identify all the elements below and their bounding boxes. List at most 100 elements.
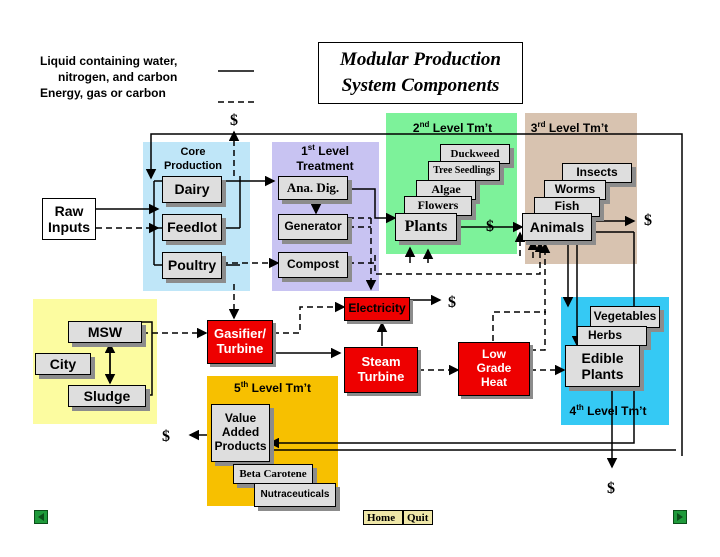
legend-energy: Energy, gas or carbon — [40, 86, 166, 100]
title-line2: System Components — [341, 75, 500, 96]
level4-label: 4th Level Tm’t — [562, 403, 654, 419]
edible-line2: Plants — [581, 366, 624, 382]
vap-line1: Value — [224, 411, 257, 426]
lowgrade-line3: Heat — [480, 374, 507, 389]
nutraceuticals-label: Nutraceuticals — [260, 489, 330, 501]
lowgrade-line2: Grade — [476, 361, 512, 376]
vap-line3: Products — [214, 438, 267, 453]
gasifier-turbine-box[interactable]: Gasifier/ Turbine — [207, 320, 273, 364]
dollar-value-added: $ — [162, 428, 170, 445]
electricity-label: Electricity — [348, 301, 406, 316]
generator-label: Generator — [284, 219, 342, 234]
gasifier-line1: Gasifier/ — [213, 326, 267, 342]
dairy-box[interactable]: Dairy — [162, 176, 222, 203]
core-production-label: Core Production — [150, 146, 236, 174]
flowers-label: Flowers — [417, 198, 459, 213]
dollar-plants: $ — [486, 218, 494, 235]
raw-inputs-line2: Inputs — [48, 219, 90, 235]
herbs-box[interactable]: Herbs — [577, 326, 647, 346]
level5-label: 5th Level Tm’t — [225, 380, 320, 396]
dollar-edible: $ — [607, 480, 615, 497]
level3-text: Level Tm’t — [548, 121, 609, 135]
legend: Liquid containing water, nitrogen, and c… — [40, 53, 177, 101]
legend-liquid-line2: nitrogen, and carbon — [58, 70, 178, 84]
level2-label: 2nd Level Tm’t — [405, 120, 500, 136]
value-added-products-box[interactable]: Value Added Products — [211, 404, 270, 462]
tree-seedlings-box[interactable]: Tree Seedlings — [428, 161, 500, 181]
arrow-left-icon — [38, 513, 44, 521]
poultry-box[interactable]: Poultry — [162, 252, 222, 279]
gasifier-line2: Turbine — [216, 341, 264, 356]
level1-num: 1 — [301, 144, 308, 158]
level1-label: 1st Level Treatment — [280, 143, 370, 174]
next-slide-button[interactable] — [673, 510, 687, 524]
animals-box[interactable]: Animals — [522, 213, 592, 241]
quit-button[interactable]: Quit — [403, 510, 433, 525]
raw-inputs-box[interactable]: Raw Inputs — [42, 198, 96, 240]
poultry-label: Poultry — [167, 257, 217, 274]
level1-sup: st — [307, 143, 315, 152]
tree-seedlings-label: Tree Seedlings — [433, 165, 495, 177]
msw-label: MSW — [87, 323, 123, 340]
vegetables-label: Vegetables — [593, 309, 657, 324]
duckweed-box[interactable]: Duckweed — [440, 144, 510, 164]
feedlot-box[interactable]: Feedlot — [162, 214, 222, 241]
vap-line2: Added — [221, 425, 260, 440]
level1-line2: Treatment — [296, 159, 354, 173]
level5-sup: th — [240, 380, 249, 389]
raw-inputs-line1: Raw — [54, 202, 84, 219]
sludge-label: Sludge — [83, 387, 131, 404]
title-line1: Modular Production — [339, 49, 501, 70]
beta-carotene-box[interactable]: Beta Carotene — [233, 464, 313, 484]
steam-line1: Steam — [361, 354, 401, 370]
anadig-box[interactable]: Ana. Dig. — [278, 176, 348, 200]
level5-text: Level Tm’t — [251, 381, 311, 395]
level2-sup: nd — [419, 120, 430, 129]
nutraceuticals-box[interactable]: Nutraceuticals — [254, 483, 336, 507]
animals-label: Animals — [529, 218, 585, 235]
herbs-label: Herbs — [588, 328, 623, 343]
arrow-right-icon — [677, 513, 683, 521]
compost-label: Compost — [287, 257, 339, 272]
dollar-animals: $ — [644, 212, 652, 229]
level1-word: Level — [318, 144, 349, 158]
home-button[interactable]: Home — [363, 510, 403, 525]
edible-line1: Edible — [581, 349, 624, 366]
low-grade-heat-box[interactable]: Low Grade Heat — [458, 342, 530, 396]
dollar-core: $ — [230, 112, 238, 129]
level2-text: Level Tm’t — [432, 121, 493, 135]
msw-box[interactable]: MSW — [68, 321, 142, 343]
level4-sup: th — [576, 403, 584, 412]
sludge-box[interactable]: Sludge — [68, 385, 146, 407]
beta-carotene-label: Beta Carotene — [239, 467, 307, 480]
core-label-line1: Core — [180, 146, 206, 158]
home-label: Home — [367, 511, 396, 524]
feedlot-label: Feedlot — [167, 219, 217, 236]
insects-box[interactable]: Insects — [562, 163, 632, 183]
level3-label: 3rd Level Tm’t — [527, 120, 612, 136]
city-label: City — [49, 355, 77, 372]
compost-box[interactable]: Compost — [278, 252, 348, 278]
core-label-line2: Production — [163, 159, 223, 172]
edible-plants-box[interactable]: Edible Plants — [565, 345, 640, 387]
steam-turbine-box[interactable]: Steam Turbine — [344, 347, 418, 393]
plants-label: Plants — [404, 217, 448, 235]
dollar-electricity: $ — [448, 294, 456, 311]
plants-box[interactable]: Plants — [395, 213, 457, 241]
generator-box[interactable]: Generator — [278, 214, 348, 240]
legend-liquid-line1: Liquid containing water, — [40, 54, 178, 68]
algae-box[interactable]: Algae — [416, 180, 476, 200]
dairy-label: Dairy — [174, 181, 210, 198]
anadig-label: Ana. Dig. — [286, 179, 340, 195]
level5-num: 5 — [234, 381, 241, 395]
vegetables-box[interactable]: Vegetables — [590, 306, 660, 328]
prev-slide-button[interactable] — [34, 510, 48, 524]
fish-label: Fish — [554, 199, 580, 214]
electricity-box[interactable]: Electricity — [344, 297, 410, 321]
steam-line2: Turbine — [357, 369, 405, 384]
insects-label: Insects — [576, 165, 618, 180]
lowgrade-line1: Low — [482, 347, 506, 362]
city-box[interactable]: City — [35, 353, 91, 375]
duckweed-label: Duckweed — [450, 147, 500, 160]
